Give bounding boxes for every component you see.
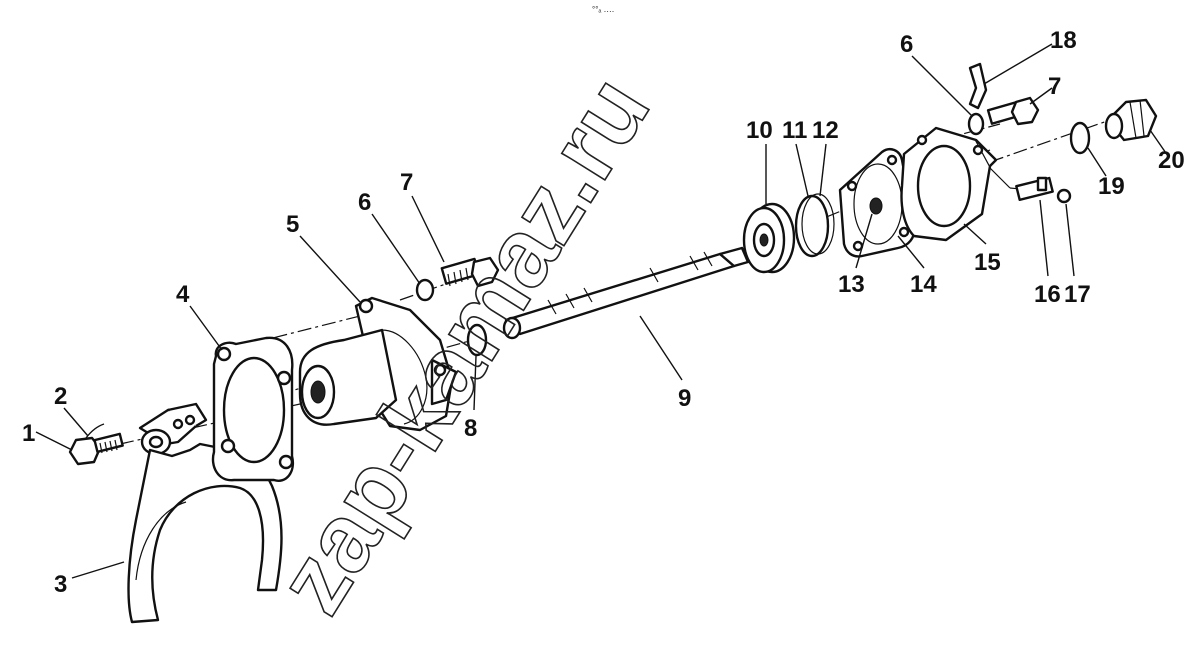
part-19-o-ring [1069,121,1091,155]
header-mark: °°ₐ ‥‥ [592,5,614,14]
part-12-ring [801,193,835,255]
callout-6: 6 [358,189,371,216]
part-9-shaft [502,246,750,340]
callout-17: 17 [1064,281,1091,308]
callout-4: 4 [176,281,190,308]
part-13-nut [869,197,883,215]
callout-15: 15 [974,249,1001,276]
part-1-bolt [68,432,124,466]
part-20-cap [1104,98,1158,142]
part-6-washer-right [967,112,985,136]
part-7-bolt-right [986,96,1040,126]
part-4-gasket [211,336,295,482]
callout-16: 16 [1034,281,1061,308]
part-10-piston [742,202,796,274]
part-8-o-ring [466,323,488,357]
part-3-shift-fork [127,402,283,624]
part-17-plug [1056,188,1072,204]
callout-7: 7 [400,169,413,196]
leader-lines [35,43,1169,579]
part-18-pipe [968,62,988,110]
callout-1: 1 [22,420,35,447]
part-2-lock-wire [85,423,105,439]
callout-13: 13 [838,271,865,298]
callout-7-right: 7 [1048,73,1061,100]
callout-8: 8 [464,415,477,442]
callout-9: 9 [678,385,691,412]
callout-labels: 1 2 3 4 5 6 7 8 9 10 11 12 13 14 15 16 1… [22,27,1185,598]
callout-14: 14 [910,271,937,298]
part-15-cover [900,126,998,242]
callout-5: 5 [286,211,299,238]
part-5-housing [298,296,458,432]
callout-19: 19 [1098,173,1125,200]
part-11-ring [794,194,830,258]
callout-20: 20 [1158,147,1185,174]
callout-18: 18 [1050,27,1077,54]
part-6-washer [415,278,435,302]
callout-11: 11 [782,117,807,144]
callout-3: 3 [54,571,67,598]
callout-2: 2 [54,383,67,410]
part-7-bolt [440,256,500,288]
part-16-fitting [1015,176,1054,201]
callout-6-right: 6 [900,31,913,58]
callout-10: 10 [746,117,773,144]
callout-12: 12 [812,117,839,144]
